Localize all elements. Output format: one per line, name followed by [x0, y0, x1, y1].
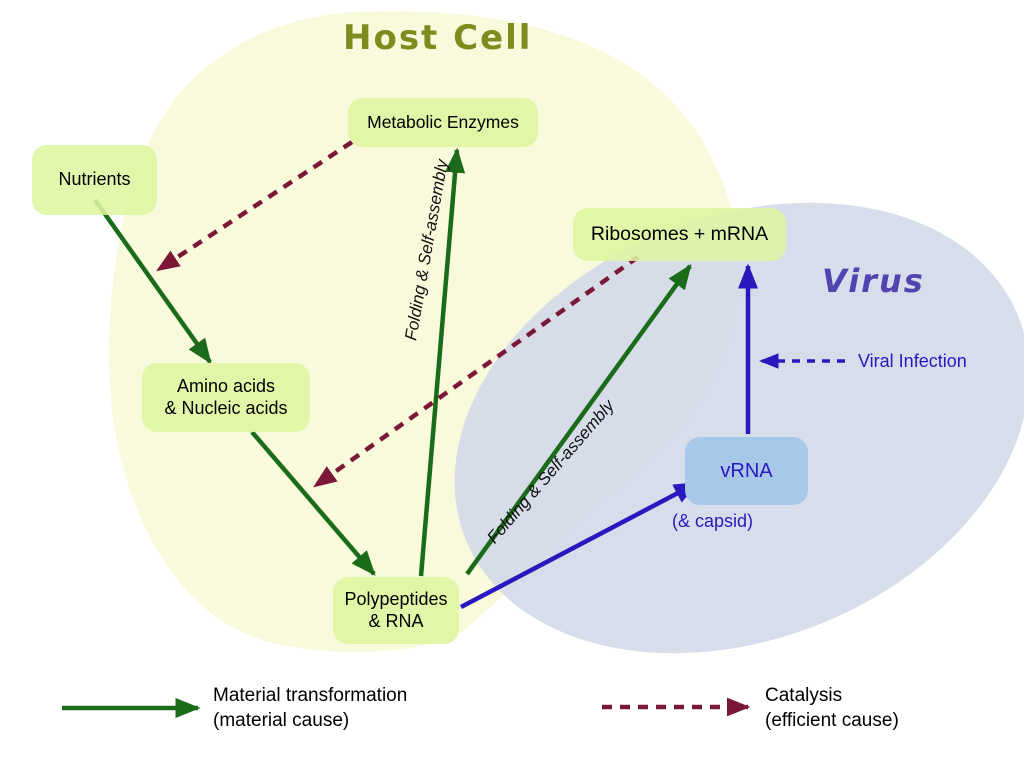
legend-catalysis-line2: (efficient cause)	[765, 710, 899, 731]
legend-material-line2: (material cause)	[213, 710, 350, 731]
node-nutrients: Nutrients	[32, 145, 157, 215]
node-label: Ribosomes + mRNA	[590, 222, 769, 245]
node-label: Nutrients	[58, 169, 131, 190]
node-label-line1: Amino acids	[176, 375, 276, 396]
node-amino-acids: Amino acids & Nucleic acids	[142, 363, 310, 432]
node-label-line2: & RNA	[368, 610, 424, 631]
node-vrna: vRNA	[685, 437, 808, 505]
arrow-polypeptides-to-vrna	[459, 481, 700, 609]
legend-catalysis: Catalysis (efficient cause)	[765, 683, 899, 733]
node-label: vRNA	[720, 459, 773, 482]
virus-title: Virus	[822, 262, 925, 300]
node-label: Metabolic Enzymes	[367, 111, 519, 132]
legend-material-transformation: Material transformation (material cause)	[213, 683, 407, 733]
capsid-sublabel: (& capsid)	[672, 511, 754, 531]
legend-material-line1: Material transformation	[213, 685, 408, 706]
arrow-nutrients-to-amino	[93, 198, 212, 365]
node-ribosomes-mrna: Ribosomes + mRNA	[573, 208, 786, 261]
catalysis-arrow-enzymes	[156, 140, 354, 272]
node-label-line1: Polypeptides	[344, 588, 448, 609]
arrow-polypeptides-to-ribosomes	[465, 263, 692, 576]
arrow-polypeptides-to-enzymes	[418, 147, 466, 577]
arrow-amino-to-polypeptides	[250, 430, 376, 576]
node-polypeptides: Polypeptides & RNA	[333, 577, 459, 644]
legend-catalysis-line1: Catalysis	[765, 685, 843, 706]
catalysis-arrow-ribosomes	[313, 255, 640, 488]
node-metabolic-enzymes: Metabolic Enzymes	[348, 98, 538, 147]
host-cell-title: Host Cell	[343, 18, 533, 58]
virus-blob	[454, 202, 1024, 654]
node-label-line2: & Nucleic acids	[164, 397, 288, 418]
viral-infection-label: Viral Infection	[858, 351, 967, 371]
